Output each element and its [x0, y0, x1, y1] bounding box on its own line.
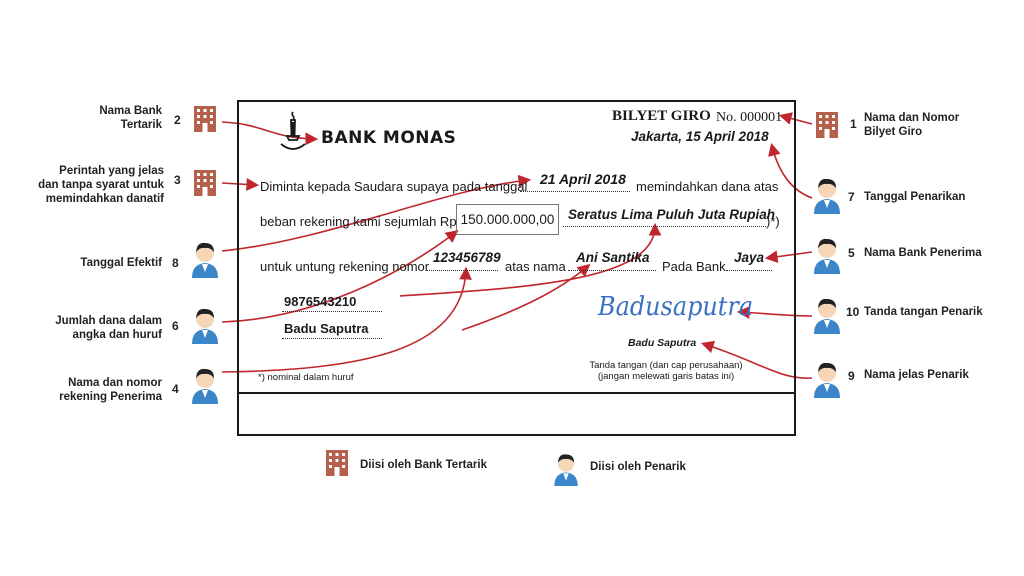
drawer-account-dotted-line [282, 311, 382, 312]
drawer-account: 9876543210 [284, 294, 357, 309]
giro-number: No. 000001 [716, 110, 783, 125]
bank-dotted-line [726, 270, 772, 271]
person-icon [814, 298, 840, 334]
label-2-number: 2 [174, 113, 181, 127]
label-7-text: Tanggal Penarikan [864, 191, 966, 203]
person-icon [192, 308, 218, 344]
label-4-number: 4 [172, 382, 179, 396]
label-1-number: 1 [850, 117, 857, 131]
label-10-number: 10 [846, 305, 860, 319]
building-icon [194, 170, 216, 196]
sign-caption: Tanda tangan (dan cap perusahaan) (janga… [576, 360, 756, 382]
legend-bank-text: Diisi oleh Bank Tertarik [360, 459, 487, 471]
bank-name: BANK MONAS [321, 128, 457, 148]
label-3-text: Perintah yang jelas dan tanpa syarat unt… [38, 165, 164, 205]
line1-prefix: Diminta kepada Saudara supaya pada tangg… [260, 179, 528, 194]
person-icon [192, 368, 218, 404]
amount-number-box: 150.000.000,00 [456, 204, 559, 235]
label-10-text: Tanda tangan Penarik [864, 306, 983, 318]
label-8-number: 8 [172, 256, 179, 270]
label-6-number: 6 [172, 319, 179, 333]
person-icon [814, 362, 840, 398]
drawer-name: Badu Saputra [284, 321, 369, 336]
legend-drawer-text: Diisi oleh Penarik [590, 461, 686, 473]
sign-caption-line-2: (jangan melewati garis batas ini) [597, 371, 735, 382]
line2-suffix: )*) [766, 214, 780, 229]
person-icon [192, 242, 218, 278]
issue-date: Jakarta, 15 April 2018 [631, 129, 769, 144]
line3-bank: Pada Bank [662, 259, 726, 274]
label-3-number: 3 [174, 173, 181, 187]
cheque-bottom-strip [237, 392, 796, 436]
label-1-text: Nama dan Nomor Bilyet Giro [864, 112, 960, 138]
effective-date: 21 April 2018 [540, 171, 626, 187]
building-icon [816, 112, 838, 138]
sign-caption-line-1: Tanda tangan (dan cap perusahaan) [589, 360, 743, 371]
building-icon [194, 106, 216, 132]
account-dotted-line [426, 270, 498, 271]
footnote: *) nominal dalam huruf [258, 372, 354, 383]
drawer-name-printed: Badu Saputra [628, 337, 697, 349]
line1-suffix: memindahkan dana atas [636, 179, 779, 194]
signature: Badusaputra [598, 292, 754, 322]
amount-words-dotted-line [563, 226, 766, 227]
recipient-account: 123456789 [433, 250, 501, 265]
label-6-text: Jumlah dana dalam angka dan huruf [55, 315, 162, 341]
person-icon [814, 178, 840, 214]
name-dotted-line [568, 270, 656, 271]
person-icon [814, 238, 840, 274]
date-dotted-line [520, 191, 630, 192]
label-9-text: Nama jelas Penarik [864, 369, 969, 381]
person-icon [554, 454, 578, 486]
label-5-number: 5 [848, 246, 855, 260]
giro-title: BILYET GIRO [612, 108, 711, 124]
recipient-name: Ani Santika [576, 250, 650, 265]
label-4-text: Nama dan nomor rekening Penerima [59, 377, 162, 403]
line3-prefix: untuk untung rekening nomor [260, 259, 430, 274]
amount-number: 150.000.000,00 [460, 212, 555, 227]
recipient-bank: Jaya [734, 250, 765, 265]
bilyet-giro-cheque [237, 100, 796, 394]
label-7-number: 7 [848, 190, 855, 204]
label-8-text: Tanggal Efektif [80, 257, 162, 269]
drawer-name-dotted-line [282, 338, 382, 339]
monas-logo-icon [280, 111, 306, 150]
label-5-text: Nama Bank Penerima [864, 247, 982, 259]
label-9-number: 9 [848, 369, 855, 383]
building-icon [326, 450, 348, 476]
line3-mid: atas nama [505, 259, 566, 274]
label-2-text: Nama Bank Tertarik [99, 105, 162, 131]
amount-words: Seratus Lima Puluh Juta Rupiah [568, 207, 776, 222]
line2-prefix: beban rekening kami sejumlah Rp [260, 214, 457, 229]
